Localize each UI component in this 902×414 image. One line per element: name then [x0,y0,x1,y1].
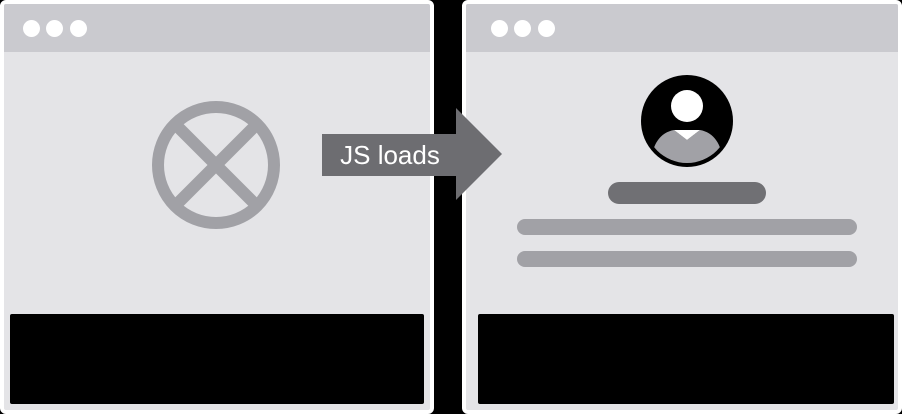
name-placeholder-bar [608,182,766,204]
caption-before [10,314,424,404]
arrow-label: JS loads [340,140,440,170]
caption-after [478,314,894,404]
window-dot-icon [514,20,531,37]
text-placeholder-line [517,251,857,267]
window-dot-icon [23,20,40,37]
browser-window-after [462,0,902,414]
window-titlebar [4,4,430,52]
window-dot-icon [70,20,87,37]
window-dot-icon [46,20,63,37]
window-titlebar [466,4,898,52]
browser-window-before [0,0,434,414]
transition-arrow: JS loads [322,108,502,200]
text-placeholder-line [517,219,857,235]
user-avatar-icon [641,75,733,167]
arrow-icon [322,108,502,200]
window-dot-icon [491,20,508,37]
broken-content-icon [152,101,280,229]
window-dot-icon [538,20,555,37]
